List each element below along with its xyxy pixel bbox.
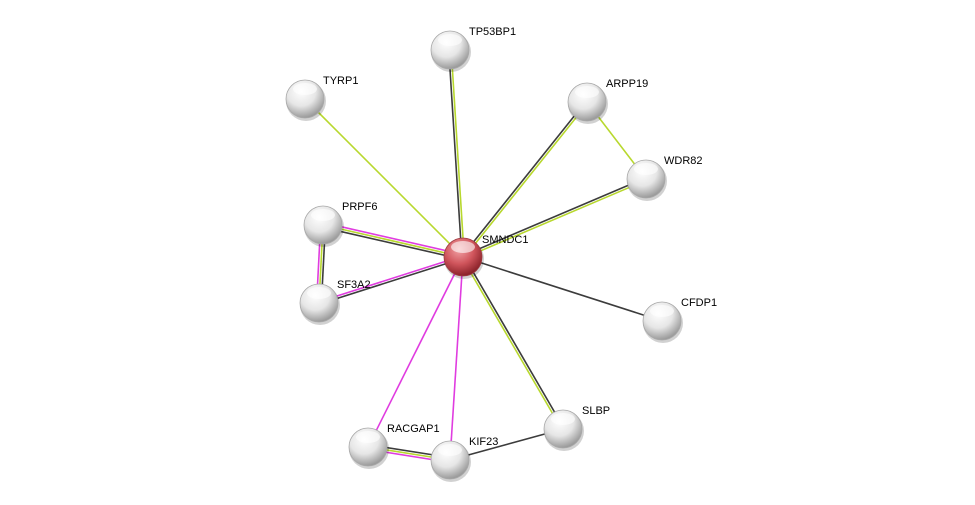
node-highlight <box>551 413 575 425</box>
node-label: CFDP1 <box>681 297 717 309</box>
node-cfdp1[interactable]: CFDP1 <box>642 297 717 343</box>
edge-kif23-slbp[interactable] <box>449 428 564 461</box>
node-highlight <box>438 34 462 46</box>
edge-smndc1-sf3a2[interactable] <box>318 255 464 305</box>
edge-smndc1-tyrp1[interactable] <box>304 98 464 258</box>
node-slbp[interactable]: SLBP <box>543 405 610 451</box>
edge-line-green <box>450 49 465 257</box>
node-sf3a2[interactable]: SF3A2 <box>299 279 371 325</box>
edge-smndc1-kif23[interactable] <box>449 256 464 461</box>
edge-line-dark <box>448 50 463 258</box>
node-label: PRPF6 <box>342 201 377 213</box>
edge-line-dark <box>462 256 663 322</box>
edge-line-dark <box>449 428 564 461</box>
node-label: WDR82 <box>664 155 703 167</box>
edge-line-dark <box>463 255 565 429</box>
edge-line-green <box>322 224 464 258</box>
node-smndc1[interactable]: SMNDC1 <box>443 234 528 279</box>
node-label: TYRP1 <box>323 75 358 87</box>
node-label: SLBP <box>582 405 610 417</box>
edge-smndc1-cfdp1[interactable] <box>462 256 663 322</box>
node-label: KIF23 <box>469 436 498 448</box>
node-highlight <box>634 163 658 175</box>
edge-line-magenta <box>323 221 464 256</box>
edge-line-dark <box>461 100 587 257</box>
edge-smndc1-prpf6[interactable] <box>322 221 464 261</box>
edge-smndc1-tp53bp1[interactable] <box>448 49 465 258</box>
node-highlight <box>307 287 331 299</box>
edge-smndc1-wdr82[interactable] <box>462 177 647 259</box>
edge-smndc1-racgap1[interactable] <box>367 256 464 448</box>
node-highlight <box>575 86 599 98</box>
node-highlight <box>451 241 475 253</box>
node-arpp19[interactable]: ARPP19 <box>567 78 648 124</box>
edge-line-magenta <box>367 256 464 448</box>
edge-line-magenta <box>449 256 464 461</box>
edge-line-dark <box>319 257 464 305</box>
edge-line-dark <box>462 177 646 257</box>
node-label: TP53BP1 <box>469 26 516 38</box>
node-highlight <box>356 431 380 443</box>
node-label: ARPP19 <box>606 78 648 90</box>
node-kif23[interactable]: KIF23 <box>430 436 498 482</box>
node-wdr82[interactable]: WDR82 <box>626 155 703 201</box>
node-label: SF3A2 <box>337 279 371 291</box>
node-tp53bp1[interactable]: TP53BP1 <box>430 26 516 72</box>
edge-line-dark <box>322 226 463 261</box>
node-label: RACGAP1 <box>387 423 440 435</box>
node-prpf6[interactable]: PRPF6 <box>303 201 377 247</box>
edge-smndc1-arpp19[interactable] <box>461 100 589 259</box>
node-label: SMNDC1 <box>482 234 528 246</box>
node-racgap1[interactable]: RACGAP1 <box>348 423 440 469</box>
node-highlight <box>438 444 462 456</box>
node-highlight <box>311 209 335 221</box>
node-highlight <box>650 305 674 317</box>
edge-smndc1-slbp[interactable] <box>461 255 565 431</box>
edge-line-magenta <box>318 255 463 303</box>
edge-line-green <box>463 102 589 259</box>
edge-line-green <box>463 179 647 259</box>
node-highlight <box>293 83 317 95</box>
edge-line-green <box>461 257 563 431</box>
edge-line-green <box>304 98 464 258</box>
node-tyrp1[interactable]: TYRP1 <box>285 75 358 121</box>
